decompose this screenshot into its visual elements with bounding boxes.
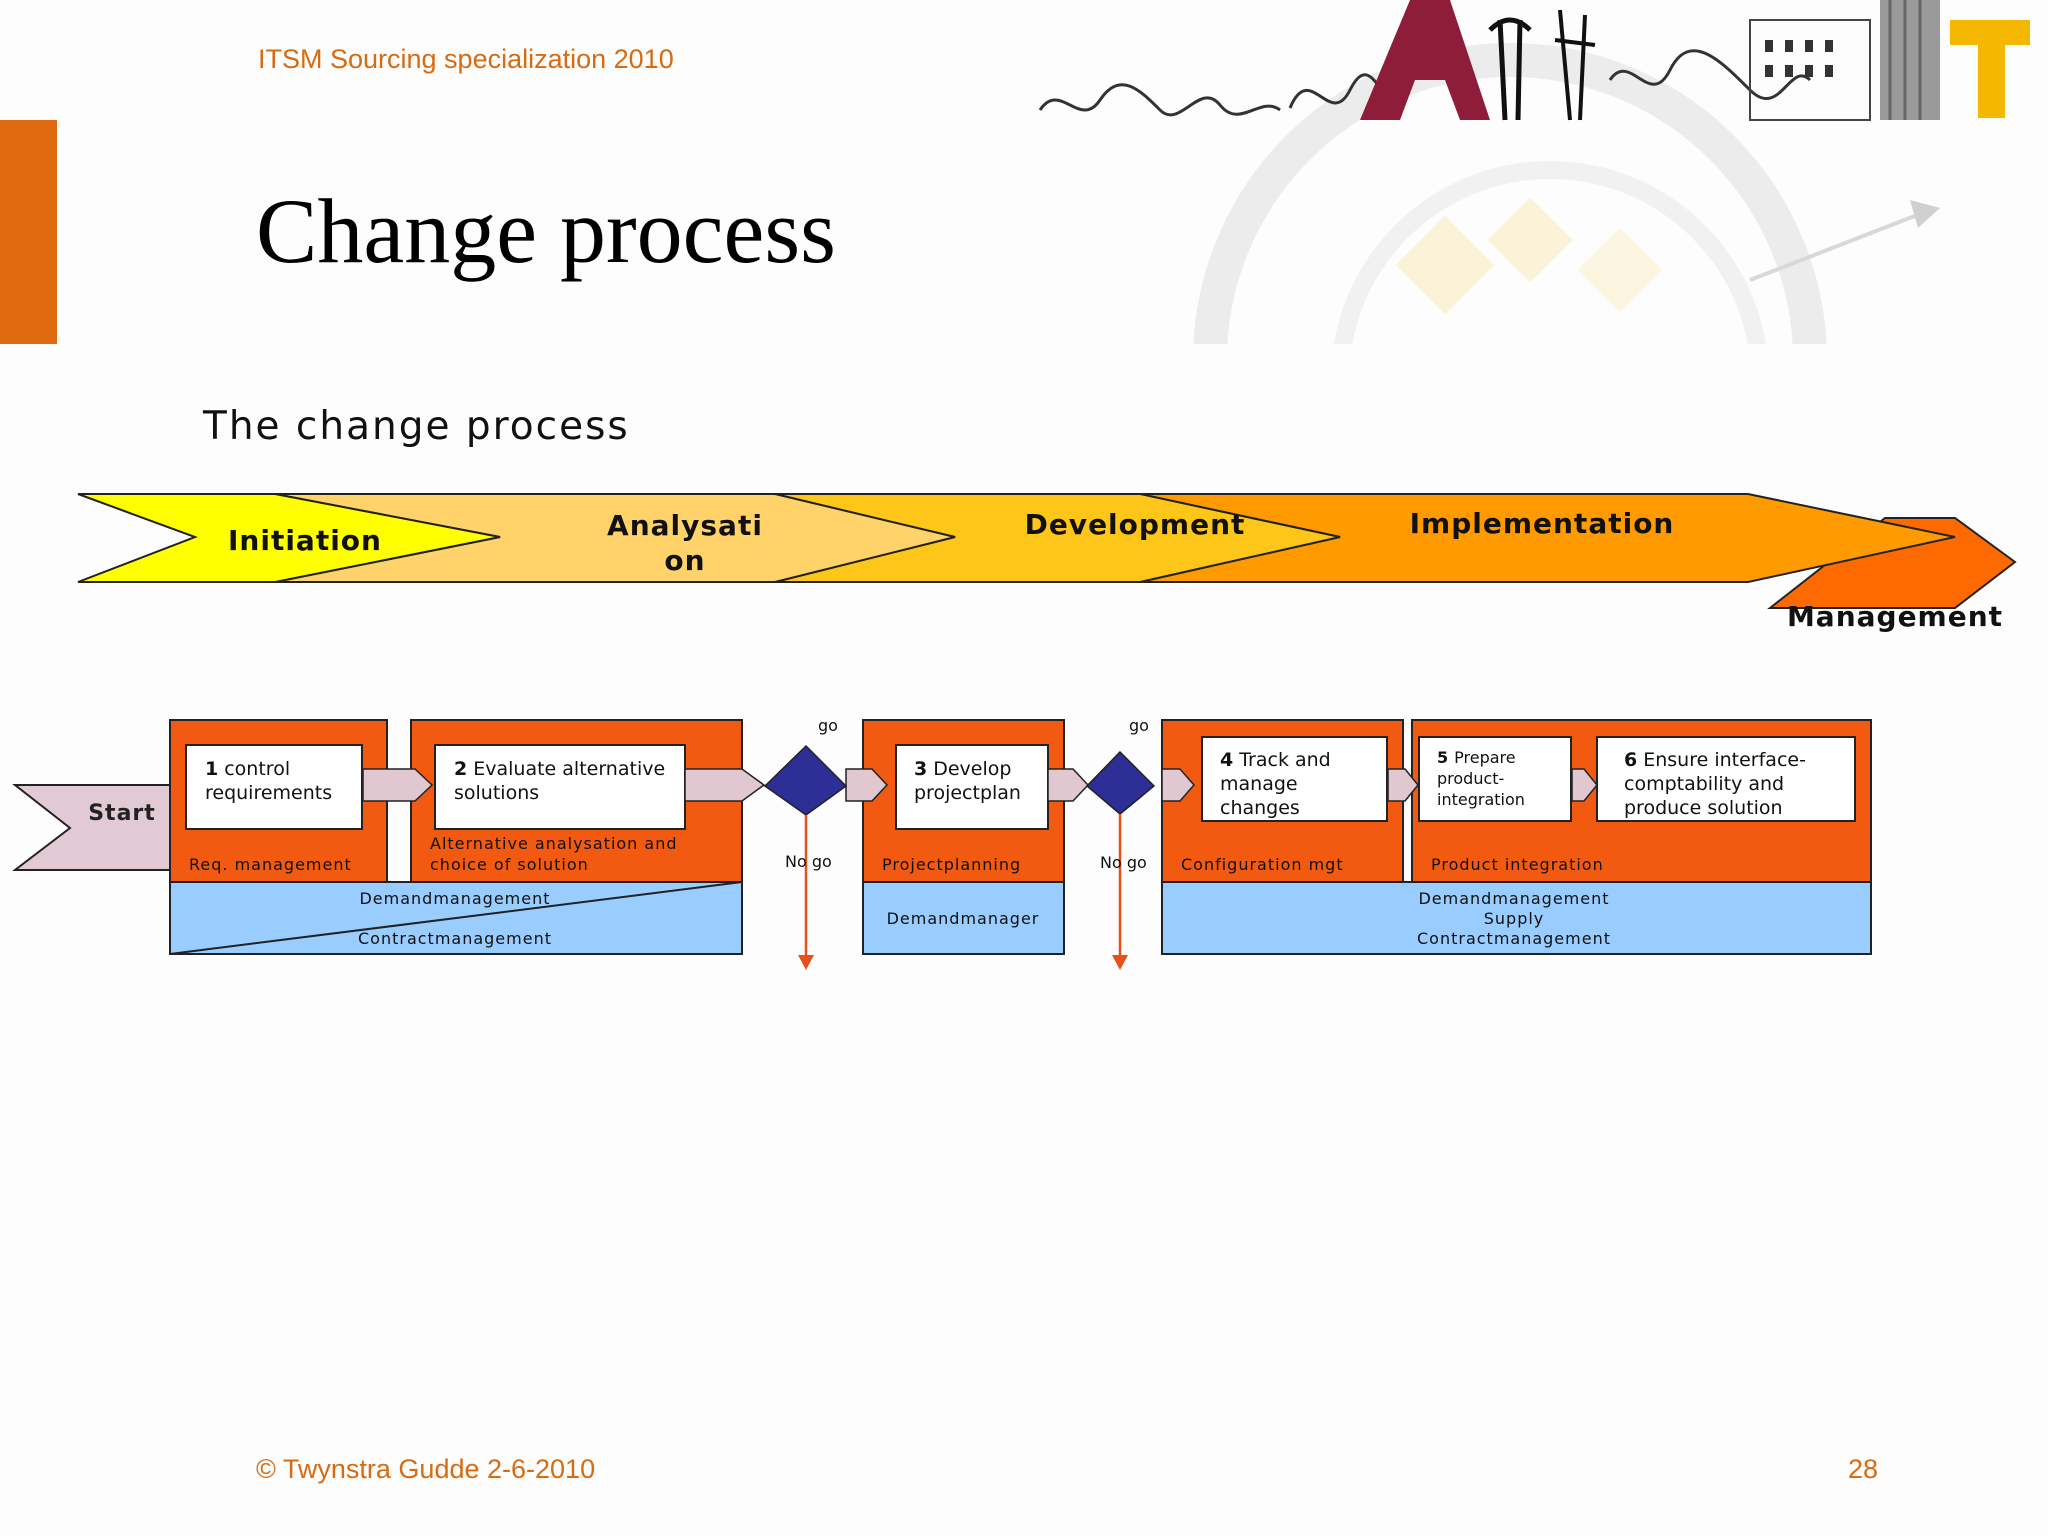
step-box-6 (1596, 736, 1856, 822)
connector-arrow-3 (845, 768, 889, 802)
step-box-1 (185, 744, 363, 830)
step-3-line1: Develop (933, 758, 1011, 780)
role-label-contractmanagement: Contractmanagement (358, 929, 552, 948)
step-2-line1: Evaluate alternative (473, 758, 665, 780)
step-box-5 (1418, 736, 1572, 822)
decision-diamond-2 (1085, 750, 1156, 815)
step-4-number: 4 (1220, 749, 1233, 771)
phase-label-initiation: Initiation (228, 524, 382, 557)
role-band-divider (169, 881, 743, 955)
decision-go-label-2: go (1129, 716, 1149, 735)
step-6-line2: comptability and (1624, 773, 1784, 795)
connector-arrow-6 (1387, 768, 1419, 802)
step-box-3 (895, 744, 1049, 830)
step-3-number: 3 (914, 758, 927, 780)
process-label-configuration: Configuration mgt (1181, 855, 1344, 874)
connector-arrow-5 (1161, 768, 1195, 802)
step-4-line3: changes (1220, 797, 1300, 819)
phase-label-development: Development (1025, 508, 1246, 541)
process-label-alternative-2: choice of solution (430, 855, 589, 874)
phase-label-implementation: Implementation (1410, 507, 1675, 540)
role-label-demandmanager: Demandmanager (887, 909, 1040, 928)
role-label-right-2: Supply (1484, 909, 1545, 928)
process-label-product-integration: Product integration (1431, 855, 1604, 874)
step-5-number: 5 (1437, 748, 1448, 767)
role-label-demandmanagement: Demandmanagement (359, 889, 550, 908)
connector-arrow-1 (362, 768, 434, 802)
step-5-line1: Prepare (1454, 748, 1515, 767)
change-process-diagram: Initiation Analysati on Development Impl… (12, 493, 2017, 970)
start-label: Start (88, 801, 156, 826)
phase-label-analysation-1: Analysati (607, 509, 763, 542)
step-5-line2: product- (1437, 769, 1504, 788)
decision-diamond-1 (763, 744, 848, 816)
process-label-req-management: Req. management (189, 855, 352, 874)
footer-copyright: © Twynstra Gudde 2-6-2010 (256, 1454, 596, 1484)
course-header: ITSM Sourcing specialization 2010 (258, 44, 674, 74)
role-band-middle (862, 881, 1065, 955)
phase-label-management: Management (1787, 600, 2003, 633)
connector-arrow-7 (1571, 768, 1598, 802)
role-label-right-3: Contractmanagement (1417, 929, 1611, 948)
decorative-sketch-illustration (1038, 0, 2030, 344)
step-6-number: 6 (1624, 749, 1637, 771)
decision-nogo-label-1: No go (785, 852, 832, 871)
step-1-line1: control (224, 758, 290, 780)
connector-arrow-2 (684, 768, 766, 802)
step-4-line1: Track and (1238, 749, 1331, 771)
step-box-4 (1201, 736, 1388, 822)
role-label-right-1: Demandmanagement (1418, 889, 1609, 908)
step-box-2 (434, 744, 686, 830)
step-1-line2: requirements (205, 782, 332, 804)
phase-label-analysation-2: on (664, 544, 705, 577)
step-5-line3: integration (1437, 790, 1525, 809)
page-title: Change process (256, 180, 836, 282)
step-6-line3: produce solution (1624, 797, 1783, 819)
nogo-arrowhead-2 (1112, 955, 1128, 970)
step-2-line2: solutions (454, 782, 539, 804)
decision-nogo-label-2: No go (1100, 853, 1147, 872)
connector-arrow-4 (1047, 768, 1090, 802)
nogo-arrowhead-1 (798, 955, 814, 970)
phase-band: Initiation Analysati on Development Impl… (77, 493, 2017, 633)
step-6-line1: Ensure interface- (1643, 749, 1806, 771)
role-band-right (1161, 881, 1872, 955)
step-4-line2: manage (1220, 773, 1298, 795)
phase-chevron-initiation (77, 493, 501, 583)
decision-go-label-1: go (818, 716, 838, 735)
diagram-subtitle: The change process (203, 404, 630, 449)
process-label-alternative-1: Alternative analysation and (430, 834, 678, 853)
step-1-number: 1 (205, 758, 218, 780)
start-chevron (12, 784, 171, 871)
page-number: 28 (1848, 1454, 1879, 1484)
step-3-line2: projectplan (914, 782, 1021, 804)
process-label-projectplanning: Projectplanning (882, 855, 1021, 874)
step-2-number: 2 (454, 758, 467, 780)
accent-bar (0, 120, 57, 344)
